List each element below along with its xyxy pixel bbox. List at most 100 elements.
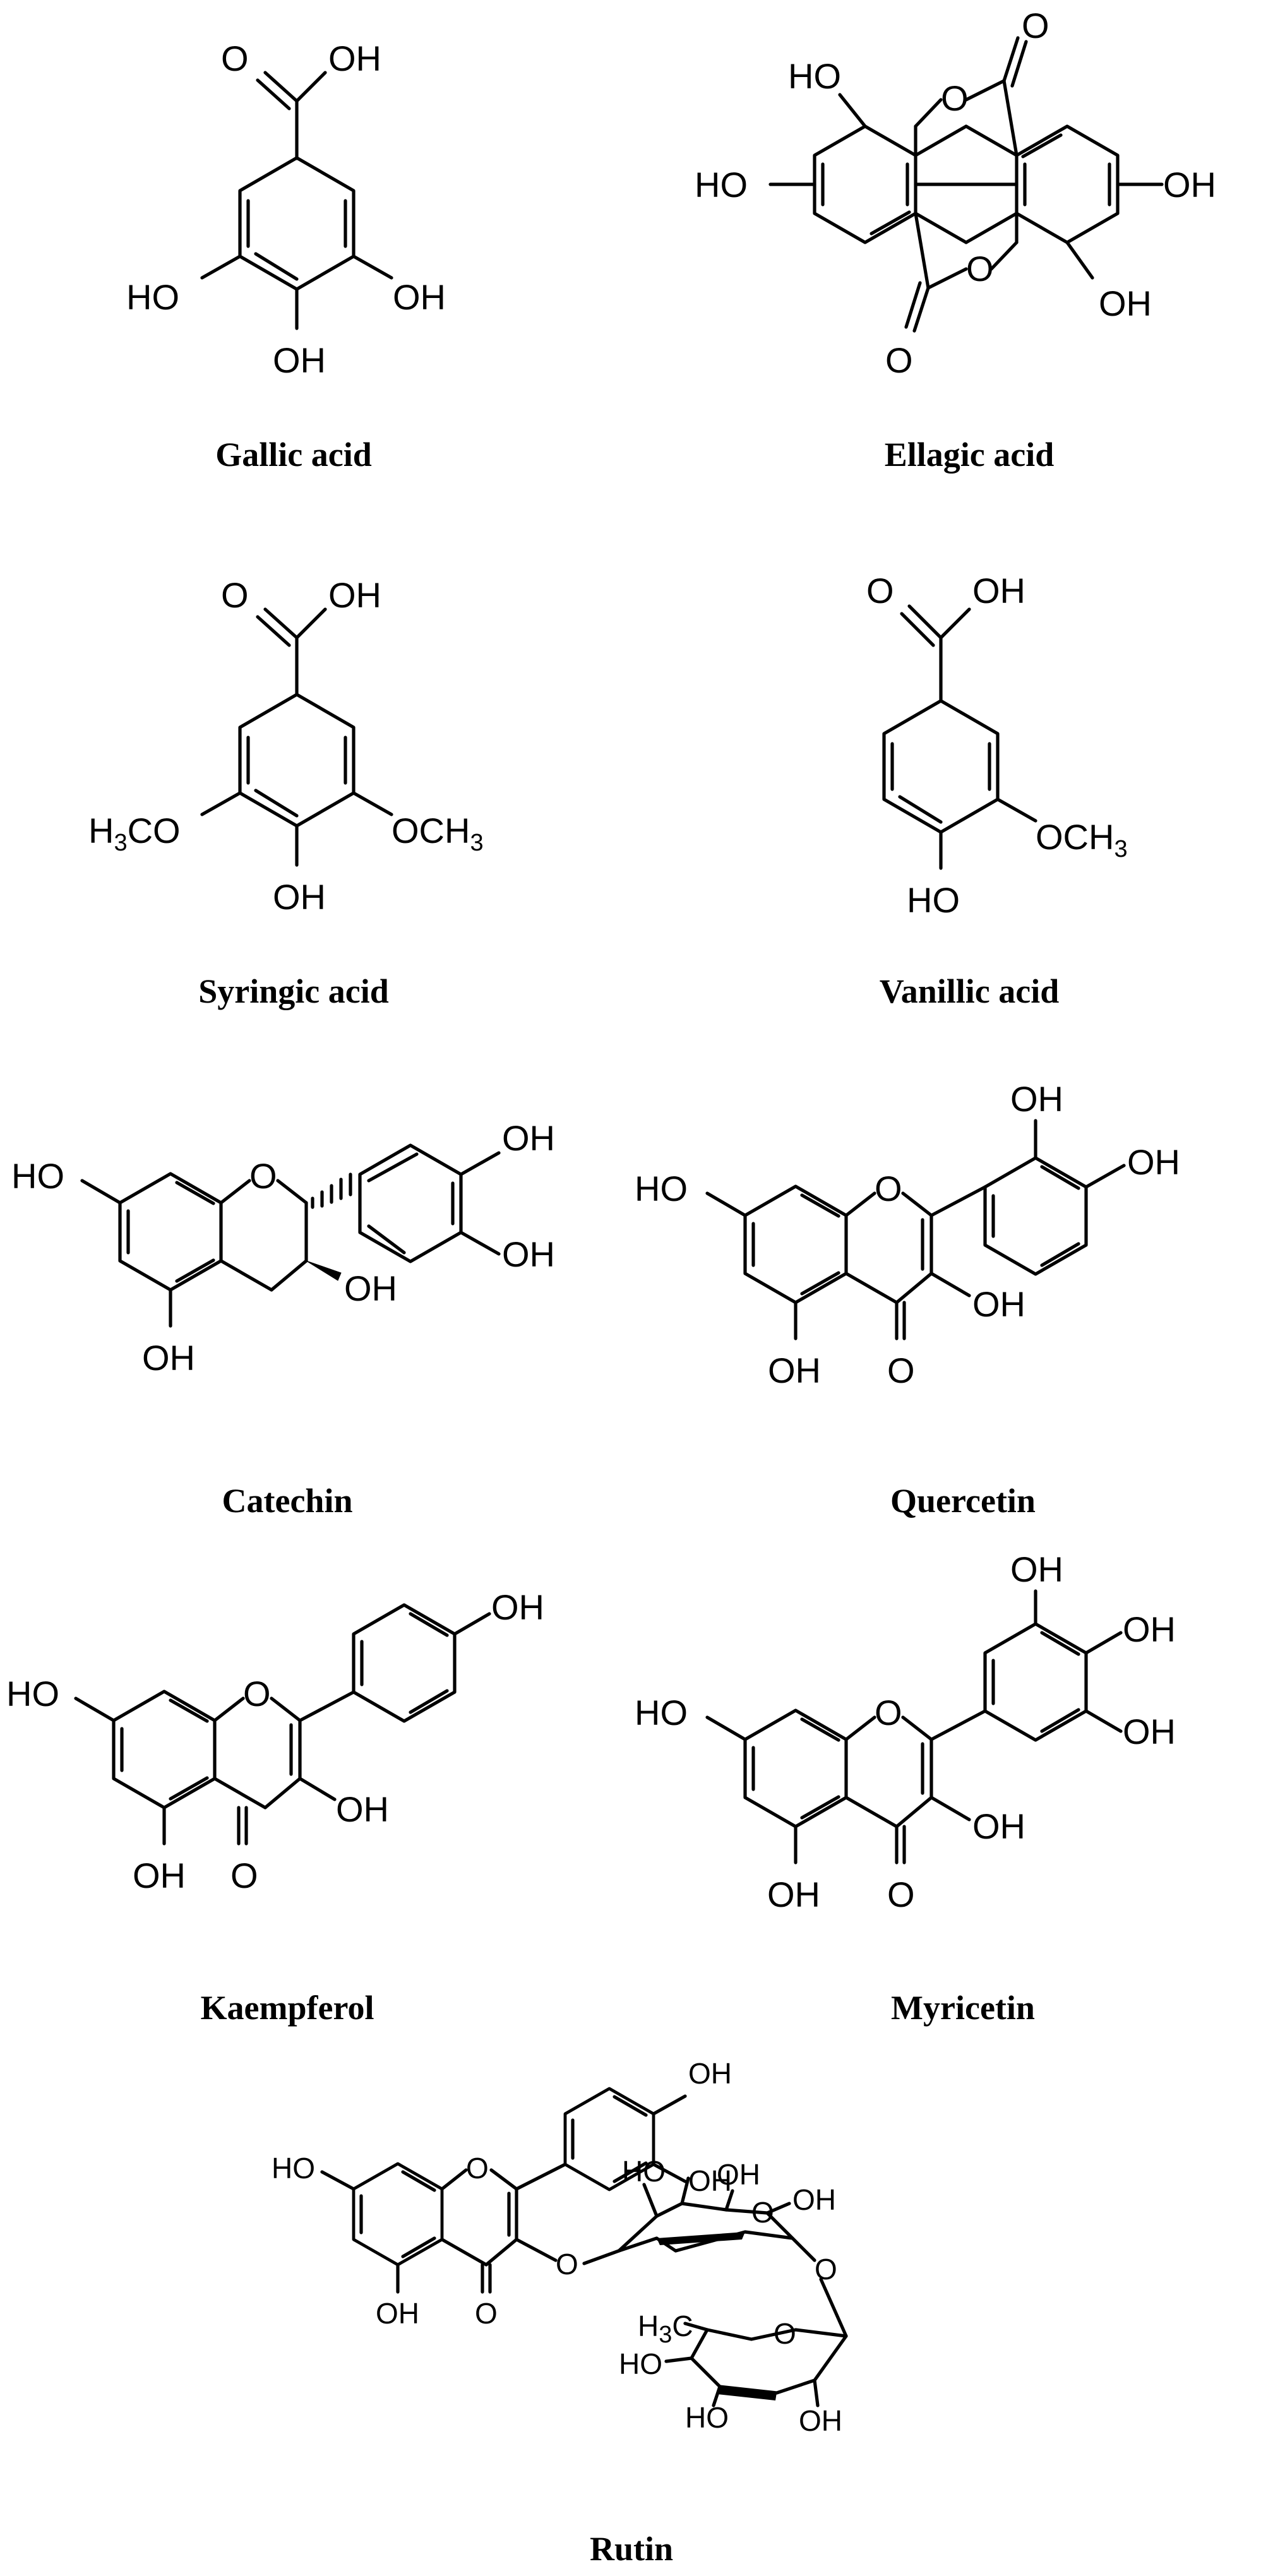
bond <box>929 1796 971 1822</box>
bond <box>898 795 943 824</box>
bond <box>813 2378 820 2407</box>
bond <box>717 2387 777 2400</box>
bond <box>964 124 1019 157</box>
bond <box>401 2236 436 2258</box>
bond <box>657 2232 745 2245</box>
atom-label: OH <box>1010 1079 1063 1119</box>
atom-label: OH <box>972 1284 1025 1324</box>
atom-label: O <box>556 2248 578 2281</box>
bond <box>882 699 1000 834</box>
bond <box>270 1259 308 1292</box>
atom-label: HO <box>788 56 841 96</box>
bond <box>939 607 971 640</box>
bond <box>1015 124 1120 244</box>
kaempferol-structure: O HO OH O OH OH <box>6 1587 544 1895</box>
bond <box>895 1272 933 1304</box>
bond <box>169 1776 209 1801</box>
bond <box>800 1271 840 1296</box>
bond <box>914 98 943 128</box>
bond <box>453 1612 491 1636</box>
atom-label: HO <box>695 165 748 205</box>
bond <box>613 2095 648 2117</box>
bond <box>705 1191 747 1217</box>
compound-name-vanillic-acid: Vanillic acid <box>880 972 1060 1010</box>
atom-label: OH <box>792 2183 836 2216</box>
atom-label: O <box>221 575 249 615</box>
bond <box>1040 1242 1080 1267</box>
atom-label: OCH3 <box>1036 817 1128 862</box>
bond <box>459 1231 501 1256</box>
bond <box>1040 1631 1080 1656</box>
atom-label: OH <box>1123 1712 1176 1751</box>
atom-label: OH <box>273 877 326 917</box>
atom-label: OH <box>767 1875 820 1914</box>
atom-label: O <box>466 2152 489 2185</box>
atom-label: HO <box>126 277 179 317</box>
bond <box>652 2094 687 2116</box>
bond <box>983 1156 1088 1276</box>
bond <box>983 1622 1088 1742</box>
bond <box>459 1151 501 1176</box>
bond <box>219 1179 251 1205</box>
bond <box>1002 36 1020 83</box>
bond <box>1065 241 1094 280</box>
bond <box>320 2170 356 2191</box>
bond <box>765 2202 791 2215</box>
bond <box>169 1698 209 1723</box>
bond <box>219 1259 273 1292</box>
bond <box>743 1184 848 1304</box>
bond <box>791 2236 816 2262</box>
bond <box>964 212 1019 244</box>
atom-label: OH <box>142 1338 195 1378</box>
bond <box>813 124 917 244</box>
bond <box>901 1191 933 1217</box>
bond <box>800 1717 840 1742</box>
bond <box>515 2162 567 2191</box>
bond <box>683 2322 709 2332</box>
atom-label: OH <box>1099 283 1152 323</box>
bond <box>926 267 968 290</box>
bond <box>112 1690 217 1810</box>
atom-label: O <box>243 1674 271 1714</box>
bond <box>306 1260 342 1281</box>
bond <box>263 71 299 103</box>
atom-label: OH <box>972 1806 1025 1846</box>
bond <box>914 212 930 290</box>
atom-label: O <box>774 2317 796 2350</box>
atom-label: HO <box>635 1693 688 1732</box>
bond <box>298 1690 356 1722</box>
bond <box>440 2238 488 2267</box>
atom-label: O <box>475 2297 498 2330</box>
atom-label: OH <box>502 1118 555 1158</box>
bond <box>914 124 968 157</box>
atom-label: O <box>887 1351 915 1390</box>
bond <box>838 93 867 128</box>
vanillic-acid-structure: O OH OCH3 HO <box>866 571 1128 920</box>
bond <box>680 2176 690 2205</box>
bond <box>515 2238 558 2262</box>
bond <box>270 1696 302 1722</box>
atom-label: OH <box>1163 165 1216 205</box>
bond <box>929 1185 987 1217</box>
bond <box>664 2356 693 2363</box>
bond <box>298 1777 337 1801</box>
bond <box>819 2277 848 2338</box>
bond <box>409 1689 449 1714</box>
bond <box>213 1777 267 1810</box>
atom-label: HO <box>6 1674 59 1714</box>
bond <box>484 2238 518 2267</box>
atom-label: OCH3 <box>391 811 484 856</box>
bond <box>582 2249 621 2265</box>
bond <box>352 2162 444 2267</box>
bond <box>1084 1164 1126 1189</box>
bond <box>295 71 327 103</box>
atom-label: OH <box>688 2057 732 2090</box>
compound-name-syringic-acid: Syringic acid <box>198 972 389 1010</box>
atom-label: OH <box>328 575 381 615</box>
bond <box>489 2168 518 2191</box>
bond <box>912 286 930 333</box>
atom-label: O <box>887 1875 915 1914</box>
atom-label: OH <box>491 1587 544 1627</box>
bond <box>254 789 299 818</box>
atom-label: O <box>1022 6 1049 45</box>
